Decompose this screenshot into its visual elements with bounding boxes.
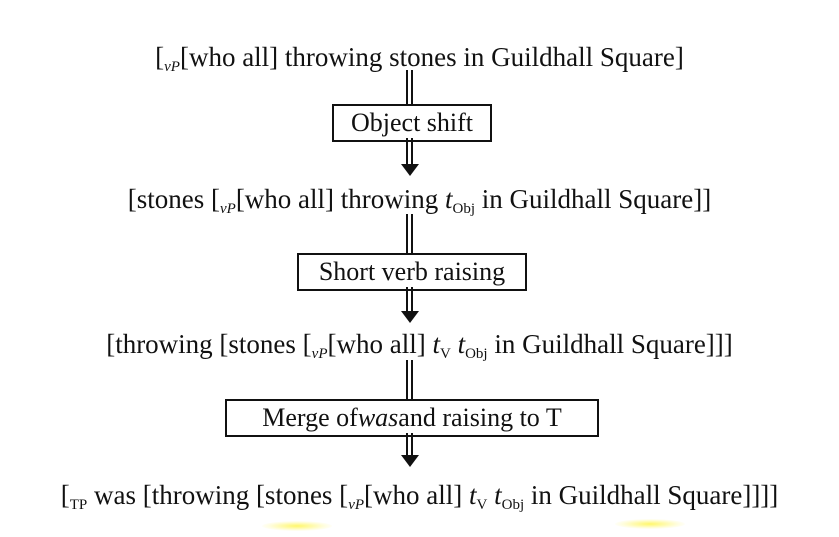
bracket-text: in Guildhall Square]]]] — [524, 480, 779, 510]
subscript-label: Obj — [452, 201, 476, 217]
bracket-text — [451, 329, 458, 359]
double-arrow-down-icon-1 — [401, 138, 419, 176]
subscript-label: Obj — [465, 346, 488, 362]
short-verb-raising-label: Short verb raising — [318, 257, 506, 286]
bracket-text: in Guildhall Square]]] — [487, 329, 733, 359]
bracket-text: t — [445, 184, 453, 214]
merge-suffix-label: and raising to T — [398, 403, 562, 432]
highlight-mark-left — [262, 521, 332, 531]
highlight-mark-right — [615, 519, 685, 529]
merge-raising-box: Merge of was and raising to T — [225, 399, 599, 437]
object-shift-label: Object shift — [350, 108, 474, 137]
merge-was-label: was — [357, 403, 399, 432]
object-shift-box: Object shift — [332, 104, 492, 142]
double-arrow-down-icon-3 — [401, 433, 419, 467]
subscript-label: vP — [311, 346, 328, 362]
bracket-text: [who all] — [327, 329, 433, 359]
connector-2-top — [406, 214, 413, 254]
subscript-label: vP — [219, 201, 236, 217]
bracket-text: t — [457, 329, 466, 359]
connector-1-top — [406, 70, 413, 104]
bracket-text: [ — [60, 480, 70, 510]
subscript-label: TP — [69, 497, 88, 513]
bracket-text: [ — [155, 42, 165, 72]
subscript-label: vP — [348, 497, 365, 513]
subscript-label: vP — [164, 59, 180, 75]
bracket-text: [stones [ — [127, 184, 220, 214]
bracket-text: [who all] — [364, 480, 469, 510]
bracket-text: t — [468, 480, 477, 510]
subscript-label: V — [476, 497, 488, 513]
connector-3-top — [406, 360, 413, 400]
bracket-text: [who all] throwing — [235, 184, 446, 214]
subscript-label: Obj — [501, 497, 525, 513]
derivation-step-1: [vP[who all] throwing stones in Guildhal… — [0, 42, 839, 75]
bracket-text: t — [494, 480, 502, 510]
bracket-text: in Guildhall Square]] — [475, 184, 712, 214]
bracket-text: [who all] throwing stones in Guildhall S… — [179, 42, 684, 72]
merge-prefix-label: Merge of — [262, 403, 358, 432]
bracket-text: was [throwing [stones [ — [87, 480, 349, 510]
derivation-step-4: [TP was [throwing [stones [vP[who all] t… — [0, 480, 839, 513]
bracket-text: t — [432, 329, 440, 359]
bracket-text: [throwing [stones [ — [106, 329, 312, 359]
subscript-label: V — [439, 346, 451, 362]
double-arrow-down-icon-2 — [401, 287, 419, 323]
derivation-step-2: [stones [vP[who all] throwing tObj in Gu… — [0, 184, 839, 217]
derivation-step-3: [throwing [stones [vP[who all] tV tObj i… — [0, 329, 839, 362]
